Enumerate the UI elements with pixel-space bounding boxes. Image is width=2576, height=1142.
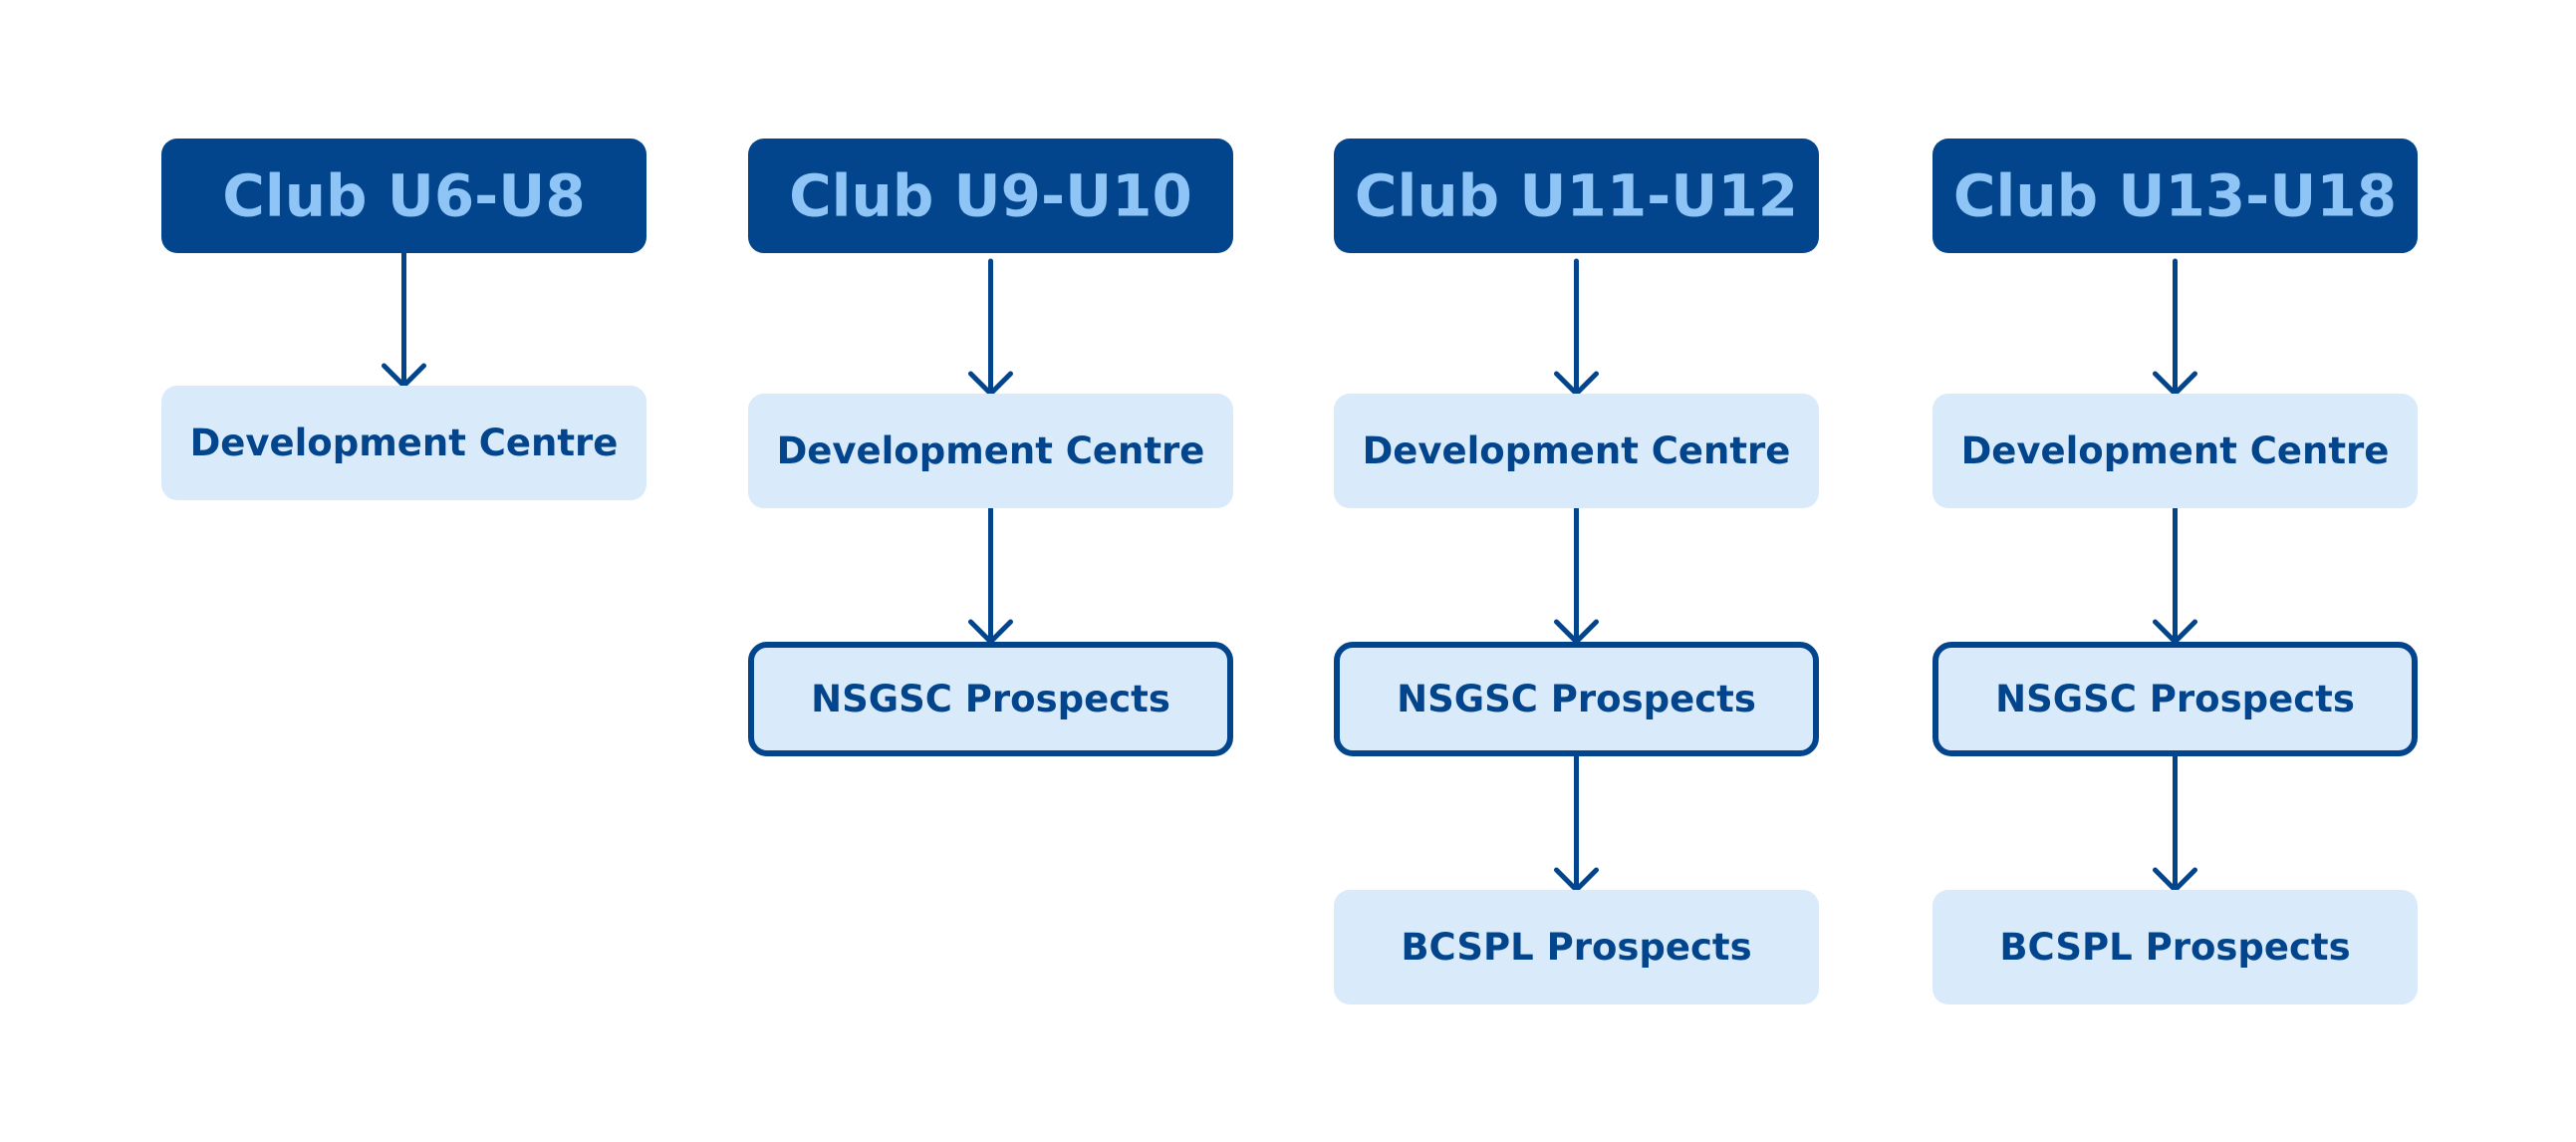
step-node-nsgsc-prospects-box (1334, 642, 1819, 756)
step-node-nsgsc-prospects-label: NSGSC Prospects (1995, 678, 2355, 720)
step-node-nsgsc-prospects: NSGSC Prospects (1334, 642, 1819, 756)
step-node-development-centre-label: Development Centre (1363, 429, 1791, 472)
step-node-development-centre: Development Centre (1932, 394, 2418, 508)
header-node-club-u13-u18: Club U13-U18 (1932, 139, 2418, 253)
header-node-club-u11-u12: Club U11-U12 (1334, 139, 1819, 253)
step-node-nsgsc-prospects-box (748, 642, 1233, 756)
header-node-club-u9-u10: Club U9-U10 (748, 139, 1233, 253)
arrow-club-u11-u12-2 (1554, 753, 1599, 893)
step-node-bcspl-prospects-box (1334, 890, 1819, 1004)
arrow-club-u13-u18-2 (2153, 753, 2197, 893)
arrow-club-u9-u10-1 (968, 505, 1013, 645)
step-node-bcspl-prospects-label: BCSPL Prospects (1999, 926, 2350, 969)
step-node-development-centre-label: Development Centre (777, 429, 1205, 472)
header-node-club-u6-u8-label: Club U6-U8 (222, 162, 585, 230)
arrow-club-u6-u8-0 (382, 250, 426, 389)
step-node-nsgsc-prospects-box (1932, 642, 2418, 756)
step-node-nsgsc-prospects-label: NSGSC Prospects (811, 678, 1170, 720)
header-node-club-u11-u12-box (1334, 139, 1819, 253)
arrow-club-u11-u12-1 (1554, 505, 1599, 645)
step-node-development-centre: Development Centre (748, 394, 1233, 508)
step-node-bcspl-prospects-label: BCSPL Prospects (1401, 926, 1751, 969)
header-node-club-u6-u8-box (161, 139, 646, 253)
arrow-club-u11-u12-0 (1554, 258, 1599, 397)
header-node-club-u6-u8: Club U6-U8 (161, 139, 646, 253)
step-node-bcspl-prospects: BCSPL Prospects (1932, 890, 2418, 1004)
step-node-development-centre: Development Centre (1334, 394, 1819, 508)
header-node-club-u13-u18-label: Club U13-U18 (1953, 162, 2397, 230)
step-node-bcspl-prospects: BCSPL Prospects (1334, 890, 1819, 1004)
header-node-club-u9-u10-label: Club U9-U10 (789, 162, 1192, 230)
step-node-development-centre-box (161, 386, 646, 500)
step-node-nsgsc-prospects-label: NSGSC Prospects (1397, 678, 1756, 720)
step-node-development-centre-label: Development Centre (190, 422, 619, 464)
arrow-club-u9-u10-0 (968, 258, 1013, 397)
step-node-nsgsc-prospects: NSGSC Prospects (1932, 642, 2418, 756)
step-node-development-centre-box (1932, 394, 2418, 508)
step-node-bcspl-prospects-box (1932, 890, 2418, 1004)
step-node-development-centre-box (1334, 394, 1819, 508)
connector-layer (382, 250, 2197, 893)
header-node-club-u9-u10-box (748, 139, 1233, 253)
step-node-nsgsc-prospects: NSGSC Prospects (748, 642, 1233, 756)
arrow-club-u13-u18-0 (2153, 258, 2197, 397)
header-node-club-u13-u18-box (1932, 139, 2418, 253)
step-node-development-centre-box (748, 394, 1233, 508)
step-node-development-centre: Development Centre (161, 386, 646, 500)
arrow-club-u13-u18-1 (2153, 505, 2197, 645)
header-node-club-u11-u12-label: Club U11-U12 (1355, 162, 1798, 230)
step-node-development-centre-label: Development Centre (1961, 429, 2390, 472)
